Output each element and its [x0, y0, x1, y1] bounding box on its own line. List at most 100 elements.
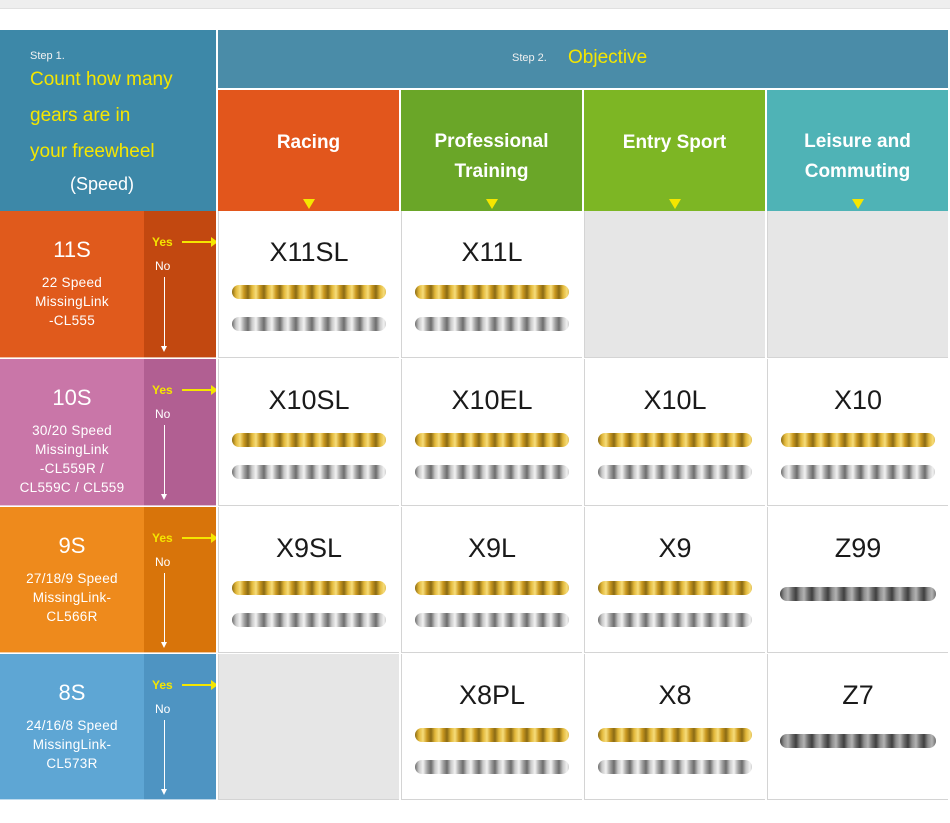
no-label: No — [155, 555, 171, 569]
chain-model-cell[interactable]: X10L — [584, 359, 765, 506]
silver-chain-image — [598, 613, 752, 627]
model-name: X10L — [643, 385, 707, 415]
missinglink-text: 24/16/8 Speed — [26, 718, 118, 733]
no-label: No — [155, 702, 171, 716]
down-arrow-icon — [161, 573, 167, 648]
gold-chain-image — [598, 581, 752, 595]
model-name: X8PL — [458, 680, 526, 710]
missinglink-text: -CL559R / — [39, 461, 105, 476]
chain-model-cell[interactable]: X9L — [401, 507, 582, 653]
chain-model-cell[interactable]: X9SL — [218, 507, 399, 653]
model-name: Z7 — [842, 680, 874, 710]
silver-chain-image — [232, 613, 386, 627]
silver-chain-image — [598, 465, 752, 479]
dark-chain-image — [780, 734, 936, 748]
yes-label: Yes — [152, 531, 173, 545]
step1-label: Step 1. — [30, 50, 65, 62]
down-arrow-icon — [851, 199, 864, 209]
missinglink-text: MissingLink- — [32, 590, 112, 605]
silver-chain-image — [232, 317, 386, 331]
silver-chain-image — [781, 465, 935, 479]
gold-chain-image — [232, 433, 386, 447]
silver-chain-image — [415, 760, 569, 774]
step1-speed: (Speed) — [70, 174, 135, 194]
missinglink-text: MissingLink — [35, 294, 109, 309]
step2-header: Step 2. Objective — [218, 30, 948, 88]
objective-label: Entry Sport — [622, 132, 727, 153]
right-arrow-icon — [182, 385, 216, 395]
model-name: X11L — [461, 237, 523, 267]
chain-model-cell[interactable]: X8PL — [401, 654, 582, 800]
chain-model-cell[interactable]: X9 — [584, 507, 765, 653]
no-label: No — [155, 259, 171, 273]
silver-chain-image — [232, 465, 386, 479]
down-arrow-icon — [161, 720, 167, 795]
speed-label: 10S — [52, 385, 92, 410]
gold-chain-image — [232, 285, 386, 299]
speed-label: 8S — [58, 680, 86, 705]
model-name: X9 — [658, 533, 692, 563]
objective-label-line2: Training — [454, 161, 529, 182]
model-name: Z99 — [834, 533, 882, 563]
chain-model-cell[interactable]: X10EL — [401, 359, 582, 506]
missinglink-text: 30/20 Speed — [32, 423, 112, 438]
yes-label: Yes — [152, 383, 173, 397]
model-name: X10EL — [451, 385, 533, 415]
gold-chain-image — [415, 728, 569, 742]
model-name: X9L — [467, 533, 517, 563]
chain-model-cell[interactable]: Z7 — [767, 654, 948, 800]
chain-model-cell[interactable]: X8 — [584, 654, 765, 800]
objective-header-3: Entry Sport — [584, 90, 765, 211]
missinglink-text: CL566R — [46, 609, 98, 624]
top-bar — [0, 0, 950, 9]
gold-chain-image — [415, 581, 569, 595]
step1-line1: Count how many — [30, 69, 173, 90]
gold-chain-image — [415, 433, 569, 447]
yes-label: Yes — [152, 235, 173, 249]
objective-label: Professional — [434, 131, 549, 152]
objective-label: Racing — [276, 132, 341, 153]
gold-chain-image — [232, 581, 386, 595]
model-name: X11SL — [269, 237, 349, 267]
speed-label: 9S — [58, 533, 86, 558]
yes-label: Yes — [152, 678, 173, 692]
model-name: X10SL — [268, 385, 350, 415]
right-arrow-icon — [182, 237, 216, 247]
chain-model-cell[interactable]: Z99 — [767, 507, 948, 653]
empty-cell — [767, 211, 948, 358]
missinglink-text: 22 Speed — [41, 275, 103, 290]
chain-model-cell[interactable]: X10SL — [218, 359, 399, 506]
missinglink-text: MissingLink- — [32, 737, 112, 752]
objective-header-1: Racing — [218, 90, 399, 211]
step1-line3: your freewheel — [30, 141, 155, 162]
objective-label-line2: Commuting — [804, 161, 911, 182]
speed-label: 11S — [53, 237, 91, 262]
empty-cell — [584, 211, 765, 358]
down-arrow-icon — [485, 199, 498, 209]
down-arrow-icon — [302, 199, 315, 209]
chain-model-cell[interactable]: X10 — [767, 359, 948, 506]
step1-header: Step 1. Count how many gears are in your… — [0, 30, 216, 211]
model-name: X9SL — [275, 533, 343, 563]
chain-model-cell[interactable]: X11SL — [218, 211, 399, 358]
chain-selection-chart: Step 1. Count how many gears are in your… — [0, 30, 950, 800]
missinglink-text: CL559C / CL559 — [19, 480, 125, 495]
down-arrow-icon — [668, 199, 681, 209]
model-name: X10 — [833, 385, 883, 415]
silver-chain-image — [415, 465, 569, 479]
step2-objective: Objective — [568, 47, 648, 68]
gold-chain-image — [781, 433, 935, 447]
chain-model-cell[interactable]: X11L — [401, 211, 582, 358]
gold-chain-image — [598, 728, 752, 742]
silver-chain-image — [598, 760, 752, 774]
down-arrow-icon — [161, 277, 167, 352]
right-arrow-icon — [182, 533, 216, 543]
